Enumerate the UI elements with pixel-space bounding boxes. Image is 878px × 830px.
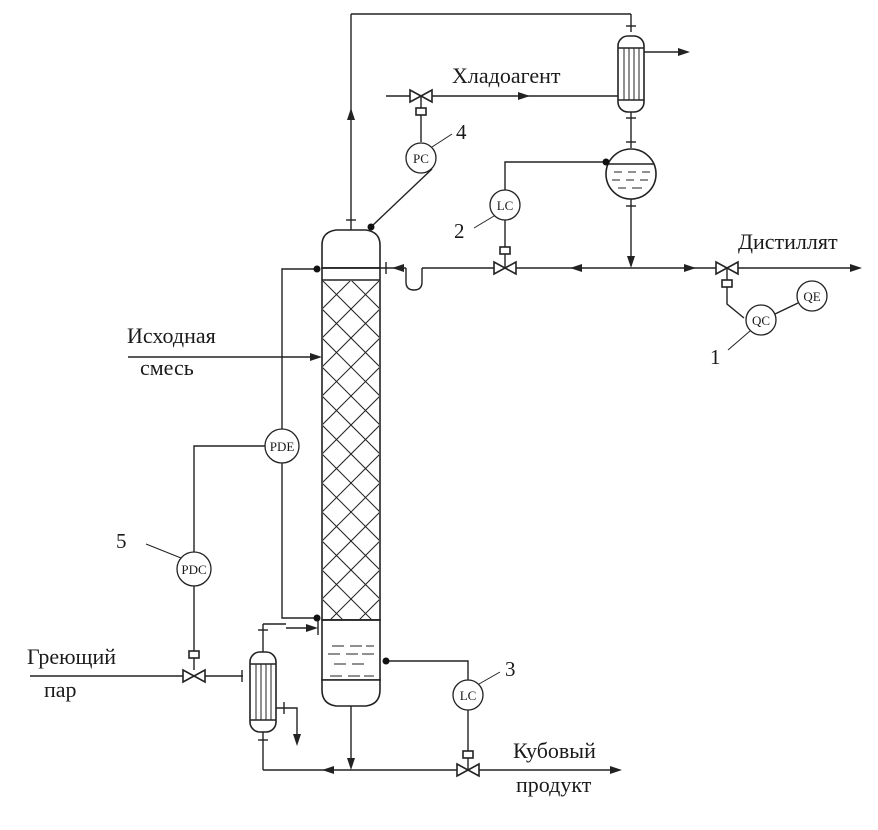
lc-top-leader [473,215,495,229]
pde-label: PDE [270,439,295,454]
reflux-line [380,262,716,291]
pdc-label: PDC [181,562,206,577]
distillate-valve[interactable] [715,260,745,319]
bottoms-valve[interactable] [456,710,480,778]
lc-bottom-leader [478,671,501,685]
reflux-valve[interactable] [493,260,517,276]
qc-leader [727,330,751,351]
refrigerant-label: Хладоагент [452,63,561,88]
distillate-label: Дистиллят [738,229,838,254]
pde-pdc-signal-line [193,445,265,552]
pc-loop-number: 4 [456,120,467,144]
lc-top-signal-line [499,158,610,268]
steam-line [30,670,243,682]
pdc-signal-line [188,586,200,670]
distillate-outlet [738,264,862,272]
reflux-drum [605,148,657,268]
reboiler-vapor-return [263,621,319,635]
bottoms-label-line1: Кубовый [513,738,596,763]
bottoms-label-line2: продукт [516,772,592,797]
reboiler [249,624,301,770]
qe-label: QE [803,289,820,304]
steam-label-line1: Греющий [27,644,116,669]
qc-loop-number: 1 [710,345,721,369]
refrigerant-valve[interactable] [409,88,433,142]
pde-sensor[interactable]: PDE [264,428,300,464]
qe-sensor[interactable]: QE [796,280,828,312]
pc-controller[interactable]: PC [405,142,437,174]
refrigerant-line [386,92,618,100]
lc-bottom-label: LC [460,688,477,703]
column-bottom-liquid [328,645,374,677]
steam-label-line2: пар [44,677,77,702]
lc-top-label: LC [497,198,514,213]
pde-impulse-lines [281,265,321,622]
qc-qe-signal-line [774,302,799,315]
qc-label: QC [752,313,770,328]
distillation-column [321,229,381,707]
lc-top-controller[interactable]: LC [489,189,521,221]
qc-controller[interactable]: QC [745,304,777,336]
pdc-loop-number: 5 [116,529,127,553]
vapor-line [346,13,632,230]
pc-signal-line [367,168,433,231]
condenser [617,25,690,148]
bottoms-line [263,706,622,774]
feed-label-line1: Исходная [127,323,216,348]
lc-bottom-signal-line [382,657,469,680]
feed-line [128,353,322,361]
lc-bottom-controller[interactable]: LC [452,679,484,711]
pc-leader [431,133,453,148]
steam-valve[interactable] [182,668,206,684]
lc-bottom-loop-number: 3 [505,657,516,681]
pdc-leader [145,543,182,559]
feed-label-line2: смесь [140,355,194,380]
pc-label: PC [413,151,429,166]
pdc-controller[interactable]: PDC [176,551,212,587]
lc-top-loop-number: 2 [454,219,465,243]
column-packing [323,281,379,619]
